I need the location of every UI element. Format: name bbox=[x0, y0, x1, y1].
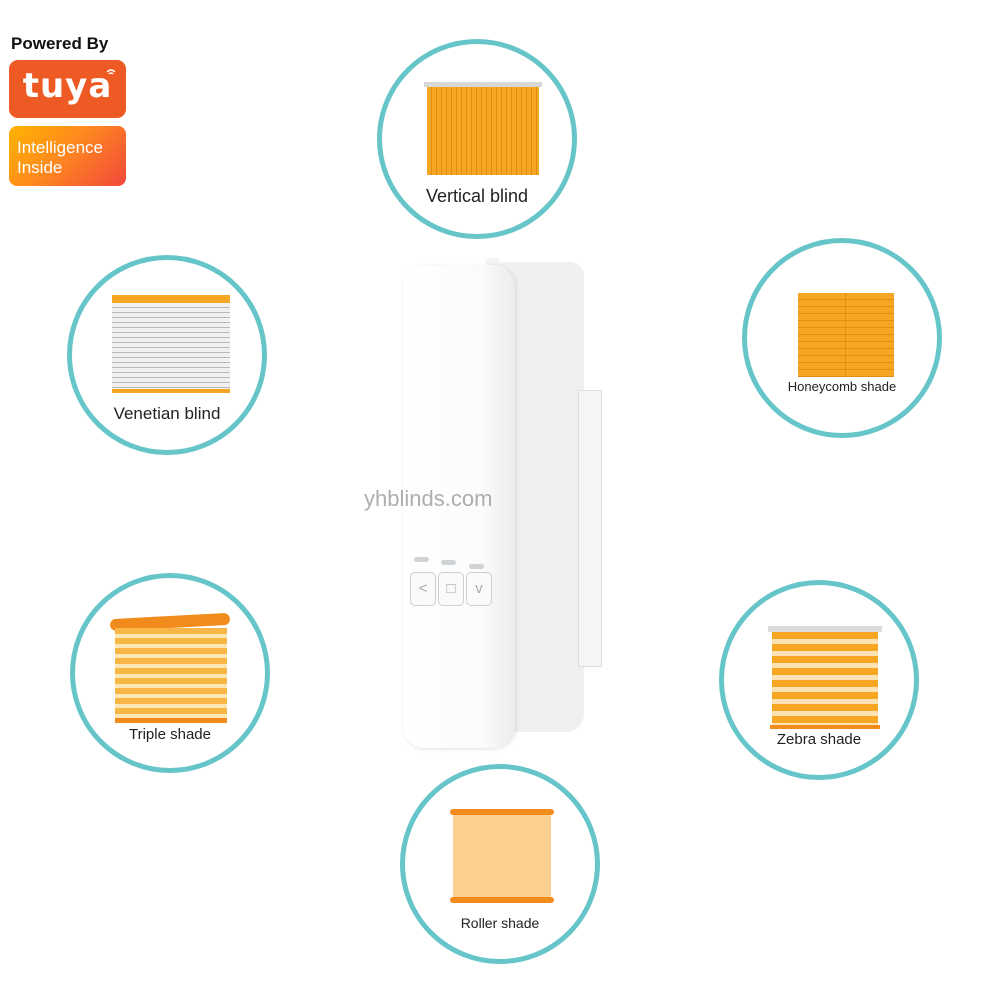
honeycomb-shade-label: Honeycomb shade bbox=[787, 379, 897, 394]
wifi-icon bbox=[106, 69, 116, 75]
stop-button[interactable]: □ bbox=[438, 572, 464, 606]
roller-shade-card: Roller shade bbox=[400, 764, 600, 964]
tuya-logo: tuya bbox=[9, 60, 126, 118]
open-button[interactable]: < bbox=[410, 572, 436, 606]
triple-shade-illustration bbox=[115, 628, 227, 718]
roller-shade-label: Roller shade bbox=[460, 915, 540, 931]
watermark: yhblinds.com bbox=[364, 486, 493, 511]
vertical-blind-label: Vertical blind bbox=[425, 186, 529, 206]
motor-mount-bracket bbox=[578, 390, 602, 667]
roller-shade-bottomrail bbox=[450, 897, 554, 903]
curtain-motor-device bbox=[403, 265, 515, 748]
status-led-2 bbox=[441, 560, 456, 565]
zebra-shade-rail bbox=[768, 626, 882, 632]
badge-line-2: Inside bbox=[17, 158, 63, 177]
venetian-blind-headrail bbox=[112, 295, 230, 303]
venetian-blind-bottomrail bbox=[112, 389, 230, 393]
tuya-wordmark: tuya bbox=[22, 66, 113, 106]
zebra-shade-card: Zebra shade bbox=[719, 580, 919, 780]
honeycomb-shade-divider bbox=[845, 293, 846, 377]
honeycomb-shade-illustration bbox=[798, 293, 894, 377]
venetian-blind-label: Venetian blind bbox=[113, 404, 221, 423]
venetian-blind-card: Venetian blind bbox=[67, 255, 267, 455]
venetian-blind-illustration bbox=[112, 303, 230, 389]
vertical-blind-card: Vertical blind bbox=[377, 39, 577, 239]
vertical-blind-illustration bbox=[427, 87, 539, 175]
roller-shade-illustration bbox=[453, 815, 551, 897]
vertical-blind-rail bbox=[424, 82, 542, 87]
status-led-1 bbox=[414, 557, 429, 562]
badge-line-1: Intelligence bbox=[17, 138, 104, 157]
honeycomb-shade-card: Honeycomb shade bbox=[742, 238, 942, 438]
roller-shade-headrail bbox=[450, 809, 554, 815]
powered-by-text: Powered By bbox=[11, 34, 109, 53]
close-button[interactable]: v bbox=[466, 572, 492, 606]
intelligence-inside-badge: Intelligence Inside bbox=[9, 126, 126, 186]
zebra-shade-illustration bbox=[772, 632, 878, 725]
zebra-shade-bottomrail bbox=[770, 725, 880, 729]
motor-top-nub bbox=[486, 258, 500, 266]
status-led-3 bbox=[469, 564, 484, 569]
zebra-shade-label: Zebra shade bbox=[776, 731, 862, 748]
triple-shade-label: Triple shade bbox=[129, 726, 211, 743]
triple-shade-card: Triple shade bbox=[70, 573, 270, 773]
triple-shade-bottomrail bbox=[115, 718, 227, 723]
